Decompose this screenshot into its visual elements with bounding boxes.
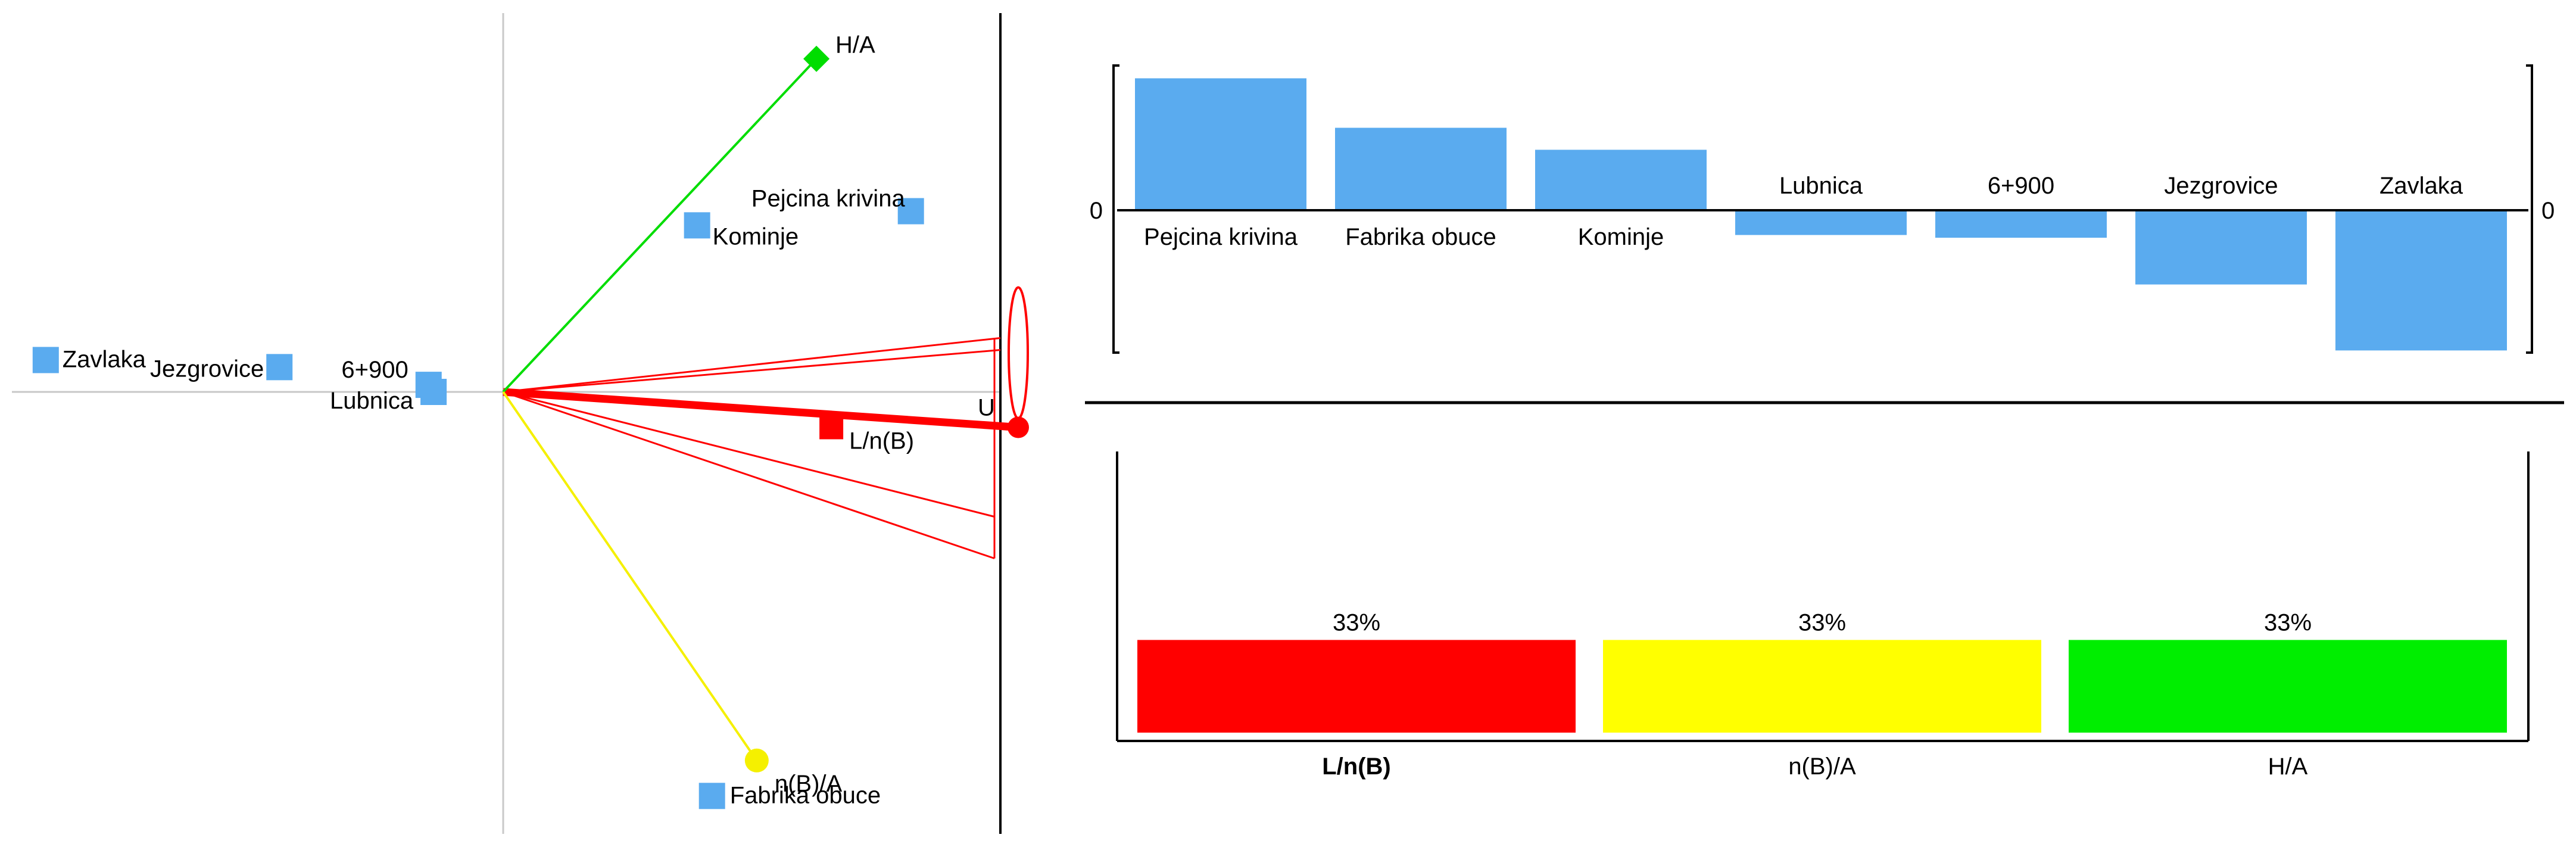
decision-cone-line bbox=[503, 391, 995, 518]
gaia-plane: U H/A n(B)/A L/n(B) Pejcina krivinaKominje… bbox=[12, 13, 1029, 834]
weight-bar-l-n-b[interactable] bbox=[1137, 640, 1576, 733]
alternative-marker-kominje[interactable] bbox=[684, 212, 710, 239]
net-flow-label-6-900: 6+900 bbox=[1988, 173, 2054, 199]
alternative-marker-zavlaka[interactable] bbox=[32, 347, 59, 373]
weight-value-h-a: 33% bbox=[2264, 609, 2312, 636]
weight-value-n-b-a: 33% bbox=[1798, 609, 1846, 636]
decision-ellipse bbox=[1008, 286, 1029, 420]
alternative-label-lubnica: Lubnica bbox=[330, 388, 414, 414]
alternative-marker-6-900[interactable] bbox=[415, 372, 442, 398]
net-flow-bar-jezgrovice[interactable] bbox=[2135, 210, 2307, 285]
weight-label-n-b-a: n(B)/A bbox=[1788, 753, 1856, 780]
weight-value-l-n-b: 33% bbox=[1333, 609, 1380, 636]
alternative-marker-jezgrovice[interactable] bbox=[266, 354, 293, 381]
criteria-group: H/A n(B)/A L/n(B) bbox=[502, 32, 914, 797]
decision-stick-group: U bbox=[503, 286, 1029, 559]
alternative-marker-fabrika-obuce[interactable] bbox=[698, 783, 725, 809]
net-flow-zero-label-left: 0 bbox=[1090, 198, 1103, 224]
net-flow-label-zavlaka: Zavlaka bbox=[2379, 173, 2463, 199]
weight-bar-n-b-a[interactable] bbox=[1603, 640, 2041, 733]
decision-cone-line bbox=[503, 391, 995, 559]
decision-axis bbox=[503, 388, 1019, 431]
alternative-marker-pejcina-krivina[interactable] bbox=[897, 198, 924, 225]
net-flow-label-kominje: Kominje bbox=[1578, 224, 1664, 250]
criterion-label-n-b-a: n(B)/A bbox=[775, 771, 843, 797]
net-flow-left-bracket bbox=[1112, 64, 1119, 354]
decision-axis-end-marker bbox=[1008, 416, 1029, 438]
weight-label-l-n-b: L/n(B) bbox=[1322, 753, 1391, 780]
net-flow-bar-pejcina-krivina[interactable] bbox=[1135, 78, 1306, 210]
alternative-label-jezgrovice: Jezgrovice bbox=[150, 356, 264, 382]
criterion-marker-h-a[interactable] bbox=[803, 45, 830, 72]
net-flow-category-labels: Pejcina krivina Fabrika obuce Kominje Lubni… bbox=[1144, 173, 2463, 250]
net-flow-bar-fabrika-obuce[interactable] bbox=[1335, 127, 1507, 210]
net-flow-label-lubnica: Lubnica bbox=[1779, 173, 1863, 199]
criterion-marker-l-n-b[interactable] bbox=[819, 415, 844, 440]
criterion-axis-h-a bbox=[502, 58, 818, 393]
alternative-label-kominje: Kominje bbox=[713, 223, 799, 250]
weights-bars bbox=[1137, 640, 2507, 733]
net-flow-bar-kominje[interactable] bbox=[1535, 150, 1707, 210]
net-flow-right-bracket bbox=[2526, 64, 2533, 354]
weight-bar-h-a[interactable] bbox=[2069, 640, 2507, 733]
criterion-marker-n-b-a[interactable] bbox=[744, 748, 769, 773]
net-flow-label-jezgrovice: Jezgrovice bbox=[2164, 173, 2278, 199]
weight-label-h-a: H/A bbox=[2268, 753, 2308, 780]
net-flow-bar-6-900[interactable] bbox=[1935, 210, 2107, 238]
alternative-label-pejcina-krivina: Pejcina krivina bbox=[751, 186, 906, 212]
alternative-label-zavlaka: Zavlaka bbox=[63, 346, 146, 372]
criterion-label-h-a: H/A bbox=[835, 32, 875, 58]
net-flow-bars bbox=[1135, 78, 2507, 351]
decision-axis-label: U bbox=[978, 395, 995, 421]
net-flow-chart: 0 0 Pejcina krivina Fabrika obuce Kominje L… bbox=[1090, 64, 2555, 354]
weights-labels: 33% L/n(B) 33% n(B)/A 33% H/A bbox=[1322, 609, 2312, 780]
net-flow-zero-label-right: 0 bbox=[2541, 198, 2555, 224]
alternative-label-6-900: 6+900 bbox=[341, 357, 408, 383]
criterion-axis-n-b-a bbox=[502, 391, 758, 761]
decision-cone-line bbox=[503, 337, 1001, 393]
criterion-label-l-n-b: L/n(B) bbox=[849, 428, 914, 454]
net-flow-label-fabrika-obuce: Fabrika obuce bbox=[1345, 224, 1496, 250]
alternative-label-fabrika-obuce: Fabrika obuce bbox=[730, 782, 881, 808]
net-flow-label-pejcina-krivina: Pejcina krivina bbox=[1144, 224, 1298, 250]
net-flow-bar-lubnica[interactable] bbox=[1735, 210, 1907, 235]
net-flow-bar-zavlaka[interactable] bbox=[2335, 210, 2507, 351]
weights-chart: 33% L/n(B) 33% n(B)/A 33% H/A bbox=[1116, 451, 2530, 780]
decision-cone-line bbox=[503, 349, 1001, 393]
